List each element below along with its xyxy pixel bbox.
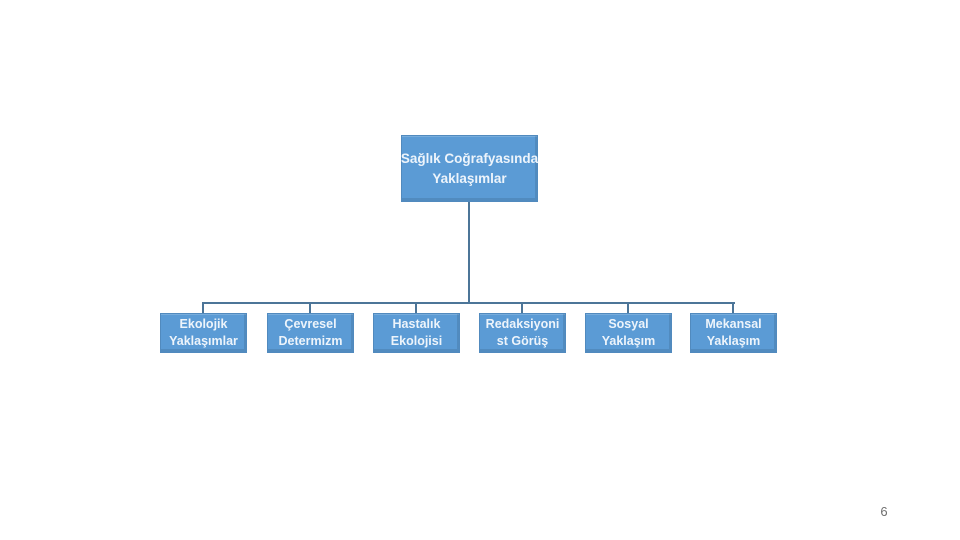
node-label: Çevresel Determizm: [278, 317, 343, 348]
node-label: Sosyal Yaklaşım: [601, 317, 656, 348]
page-number: 6: [880, 504, 888, 519]
connector-horizontal: [203, 302, 735, 304]
org-chart-node-redaksiyonist-gorus: Redaksiyoni st Görüş: [479, 313, 566, 353]
connector-drop: [732, 302, 734, 314]
connector-drop: [202, 302, 204, 314]
connector-stem: [468, 202, 470, 303]
node-label: Redaksiyoni st Görüş: [485, 317, 560, 348]
node-label: Hastalık Ekolojisi: [390, 317, 443, 348]
org-chart-node-cevresel-determizm: Çevresel Determizm: [267, 313, 354, 353]
org-chart-node-sosyal-yaklasim: Sosyal Yaklaşım: [585, 313, 672, 353]
connector-drop: [309, 302, 311, 314]
org-chart-root-node: Sağlık Coğrafyasında Yaklaşımlar: [401, 135, 538, 202]
org-chart-node-ekolojik-yaklasimlar: Ekolojik Yaklaşımlar: [160, 313, 247, 353]
root-node-label: Sağlık Coğrafyasında Yaklaşımlar: [400, 150, 539, 186]
connector-drop: [627, 302, 629, 314]
node-label: Mekansal Yaklaşım: [705, 317, 762, 348]
connector-drop: [521, 302, 523, 314]
org-chart-node-hastalik-ekolojisi: Hastalık Ekolojisi: [373, 313, 460, 353]
org-chart-node-mekansal-yaklasim: Mekansal Yaklaşım: [690, 313, 777, 353]
node-label: Ekolojik Yaklaşımlar: [169, 317, 238, 348]
connector-drop: [415, 302, 417, 314]
